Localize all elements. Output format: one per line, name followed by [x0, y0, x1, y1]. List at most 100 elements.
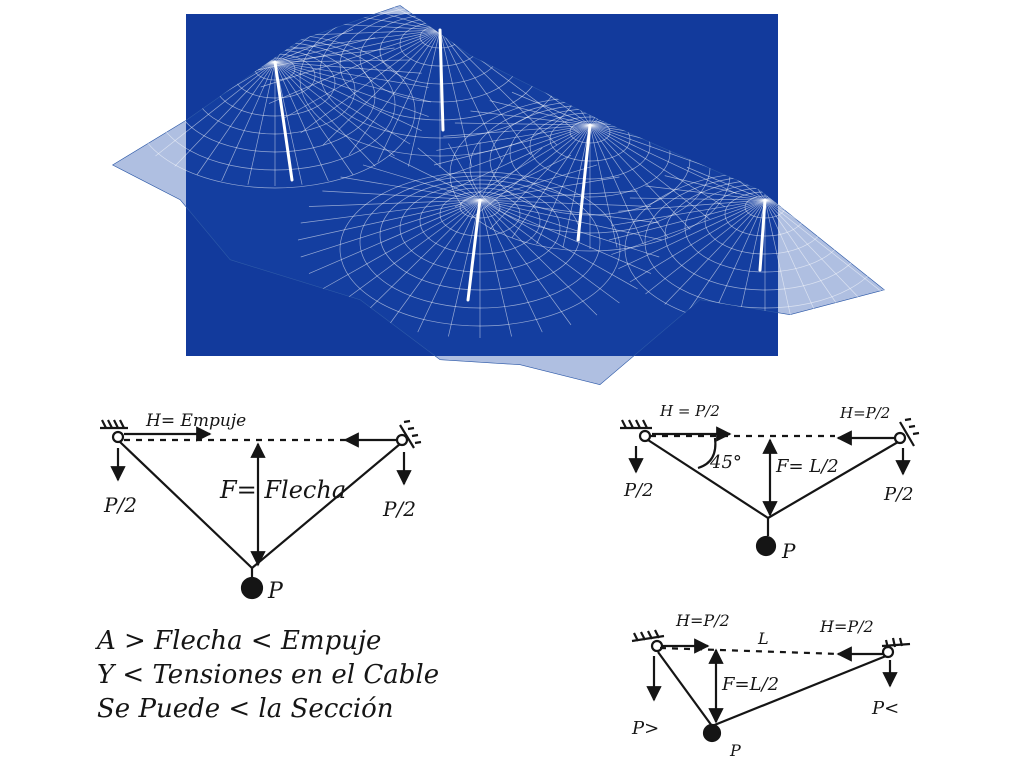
mesh-line: [439, 29, 503, 163]
mesh-line: [221, 61, 276, 182]
mesh-line: [479, 143, 512, 201]
mesh-line: [511, 91, 591, 126]
mesh-line: [362, 164, 481, 201]
note-line: Y < Tensiones en el Cable: [97, 660, 440, 690]
weight-label: P: [781, 539, 796, 563]
mesh-line: [247, 61, 276, 185]
mesh-line: [196, 61, 276, 175]
mesh-line: [348, 29, 441, 156]
mesh-line: [436, 124, 591, 180]
mesh-line: [274, 61, 422, 132]
mesh-line: [589, 124, 669, 238]
mesh-line: [664, 199, 766, 305]
mesh-ring: [399, 183, 561, 273]
mesh-line: [608, 199, 766, 241]
mesh-line: [439, 29, 532, 156]
mesh-line: [322, 199, 481, 290]
mesh-line: [433, 124, 591, 166]
mesh-line: [489, 100, 591, 126]
mesh-line: [443, 124, 591, 195]
thrust-label-right: H=P/2: [819, 617, 874, 636]
mesh-ring: [549, 116, 631, 162]
membrane-structure-illustration: [112, 5, 885, 385]
mesh-line: [388, 154, 481, 201]
mesh-line: [300, 199, 481, 258]
mesh-line: [589, 124, 618, 248]
note-line: A > Flecha < Empuje: [97, 626, 382, 656]
mesh-line: [618, 199, 766, 270]
support-left-hatch: [620, 419, 652, 443]
weight: [240, 576, 264, 600]
mesh-ring: [419, 187, 541, 255]
support-left-hatch: [631, 629, 665, 653]
mesh-line: [268, 29, 441, 104]
mast: [576, 123, 592, 242]
mesh-line: [308, 199, 481, 274]
mesh-line: [479, 199, 638, 290]
mesh-line: [470, 110, 591, 126]
mesh-line: [322, 5, 441, 31]
mesh-line: [479, 199, 660, 224]
mesh-line: [322, 29, 441, 146]
mesh-line: [479, 190, 638, 201]
mesh-line: [479, 199, 660, 258]
mesh-line: [479, 199, 543, 333]
mesh-line: [322, 190, 481, 201]
diagram-cable-asymmetric: [631, 629, 911, 743]
sag-label: F= L/2: [775, 456, 839, 477]
cable-left: [657, 651, 713, 727]
thrust-label-left: H = P/2: [659, 402, 720, 420]
weight-label: P: [267, 579, 284, 604]
mesh-line: [155, 61, 276, 157]
mesh-line: [686, 199, 766, 313]
mesh-line: [664, 175, 766, 201]
cable-left: [647, 439, 769, 519]
mast: [466, 198, 482, 302]
mesh-line: [439, 29, 558, 146]
mesh-line: [274, 61, 376, 167]
cable-left: [119, 441, 253, 569]
mesh-line: [443, 124, 591, 137]
mesh-line: [479, 199, 652, 207]
load-label-left: P>: [631, 718, 659, 739]
mesh-line: [274, 61, 429, 88]
thrust-label: H= Empuje: [145, 411, 246, 431]
mesh-line: [645, 185, 766, 201]
mesh-line: [764, 199, 819, 320]
mesh-line: [479, 199, 620, 304]
mesh-line: [589, 124, 691, 230]
mesh-line: [274, 61, 354, 175]
mesh-ring: [359, 175, 601, 309]
mesh-line: [479, 199, 512, 337]
diagram-cable-45: [620, 417, 920, 557]
mesh-line: [260, 29, 441, 88]
mesh-line: [308, 199, 481, 207]
mesh-line: [454, 122, 591, 126]
mesh-line: [300, 199, 481, 224]
mesh-ring: [339, 171, 621, 327]
mesh-line: [686, 166, 766, 201]
mesh-line: [629, 199, 766, 283]
cable-right: [767, 441, 899, 519]
angle-label: 45°: [709, 452, 742, 473]
mesh-line: [611, 199, 766, 226]
mesh-line: [257, 29, 441, 71]
mesh-line: [377, 29, 441, 163]
load-label-right: P/2: [883, 484, 914, 505]
mesh-line: [408, 29, 441, 167]
mesh-line: [479, 199, 572, 326]
masts: [273, 28, 767, 302]
support-right-hatch: [395, 419, 422, 449]
mesh-line: [282, 29, 441, 120]
mesh-line: [589, 124, 644, 245]
mesh-line: [764, 199, 885, 295]
mesh-line: [764, 199, 844, 313]
load-label-left: P/2: [623, 480, 654, 501]
mesh-line: [479, 199, 663, 241]
load-label-right: P<: [871, 698, 899, 719]
mesh-line: [618, 199, 766, 212]
mesh-line: [362, 199, 481, 316]
cable-right: [711, 654, 887, 728]
sag-label: F= Flecha: [219, 476, 346, 504]
mesh-line: [340, 199, 481, 304]
